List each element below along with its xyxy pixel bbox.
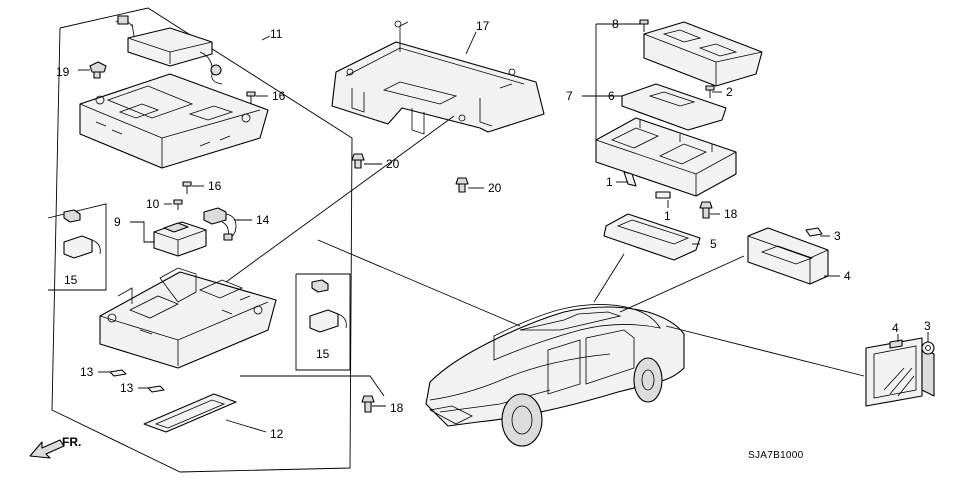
vehicle-outline bbox=[425, 304, 685, 447]
callout-20-right: 20 bbox=[488, 181, 502, 195]
callout-1-lower: 1 bbox=[664, 209, 671, 223]
assembly-11-frame bbox=[51, 7, 353, 473]
callout-13-upper: 13 bbox=[80, 365, 94, 379]
part-13-bulb-upper bbox=[109, 369, 127, 377]
callout-12: 12 bbox=[270, 427, 284, 441]
part-16-screw-upper bbox=[246, 91, 256, 104]
callout-13-lower: 13 bbox=[120, 381, 134, 395]
callout-3-upper: 3 bbox=[834, 229, 841, 243]
callout-3-lower: 3 bbox=[924, 319, 931, 333]
callout-17: 17 bbox=[476, 19, 490, 33]
part-9-switch bbox=[153, 221, 207, 257]
part-4-lamp-upper bbox=[747, 227, 829, 285]
callout-7: 7 bbox=[566, 89, 573, 103]
front-direction-indicator: FR. bbox=[29, 435, 81, 459]
part-7-upper-bracket bbox=[643, 21, 763, 87]
part-15-center-lamp bbox=[309, 279, 347, 333]
part-10-screw bbox=[173, 199, 183, 210]
part-8-screw bbox=[639, 19, 649, 32]
part-15-left-frame bbox=[47, 203, 107, 291]
part-20-clip-right bbox=[455, 177, 469, 193]
callout-16-upper: 16 bbox=[272, 89, 286, 103]
leader-lines bbox=[78, 23, 929, 433]
callout-4-lower: 4 bbox=[892, 321, 899, 335]
map-light-housing bbox=[595, 117, 737, 197]
lower-console-housing bbox=[99, 267, 277, 369]
callout-labels: 19 11 16 16 10 9 14 15 13 13 12 17 20 20… bbox=[56, 17, 931, 441]
part-2-screw bbox=[705, 85, 715, 98]
part-18-clip-lower bbox=[361, 395, 375, 413]
callout-5: 5 bbox=[710, 237, 717, 251]
part-13-bulb-lower bbox=[147, 385, 165, 393]
callout-18-upper: 18 bbox=[724, 207, 738, 221]
diagram-code: SJA7B1000 bbox=[748, 450, 804, 461]
part-15-left-lamp bbox=[63, 209, 101, 259]
callout-20-left: 20 bbox=[386, 157, 400, 171]
callout-15-center: 15 bbox=[316, 347, 330, 361]
callout-16-lower: 16 bbox=[208, 179, 222, 193]
part-18-clip-upper bbox=[699, 201, 713, 219]
part-16-screw-lower bbox=[182, 181, 192, 194]
callout-4-upper: 4 bbox=[844, 269, 851, 283]
part-5-lens bbox=[603, 213, 701, 261]
part-6-plate bbox=[621, 83, 727, 131]
part-17-frame bbox=[331, 20, 545, 135]
upper-console-housing bbox=[79, 73, 269, 169]
callout-8: 8 bbox=[612, 17, 619, 31]
callout-15-left: 15 bbox=[64, 273, 78, 287]
part-3-bulb-lower bbox=[921, 341, 935, 355]
part-3-bulb-upper bbox=[805, 227, 823, 237]
front-arrow-icon bbox=[29, 439, 65, 459]
front-direction-label: FR. bbox=[62, 435, 81, 449]
upper-console-module bbox=[115, 15, 223, 85]
callout-14: 14 bbox=[256, 213, 270, 227]
part-19-clip bbox=[89, 61, 107, 79]
part-1-bulb-lower bbox=[655, 191, 671, 199]
callout-1-upper: 1 bbox=[606, 175, 613, 189]
part-14-harness bbox=[203, 207, 237, 241]
callout-9: 9 bbox=[114, 215, 121, 229]
part-20-clip-left bbox=[351, 153, 365, 169]
callout-19: 19 bbox=[56, 65, 70, 79]
callout-6: 6 bbox=[608, 89, 615, 103]
callout-10: 10 bbox=[146, 197, 160, 211]
callout-18-lower: 18 bbox=[390, 401, 404, 415]
callout-11: 11 bbox=[270, 27, 283, 41]
callout-2: 2 bbox=[726, 85, 733, 99]
part-12-lens bbox=[143, 393, 237, 433]
part-15-center-frame bbox=[295, 273, 351, 371]
part-1-bulb-upper bbox=[623, 171, 637, 187]
